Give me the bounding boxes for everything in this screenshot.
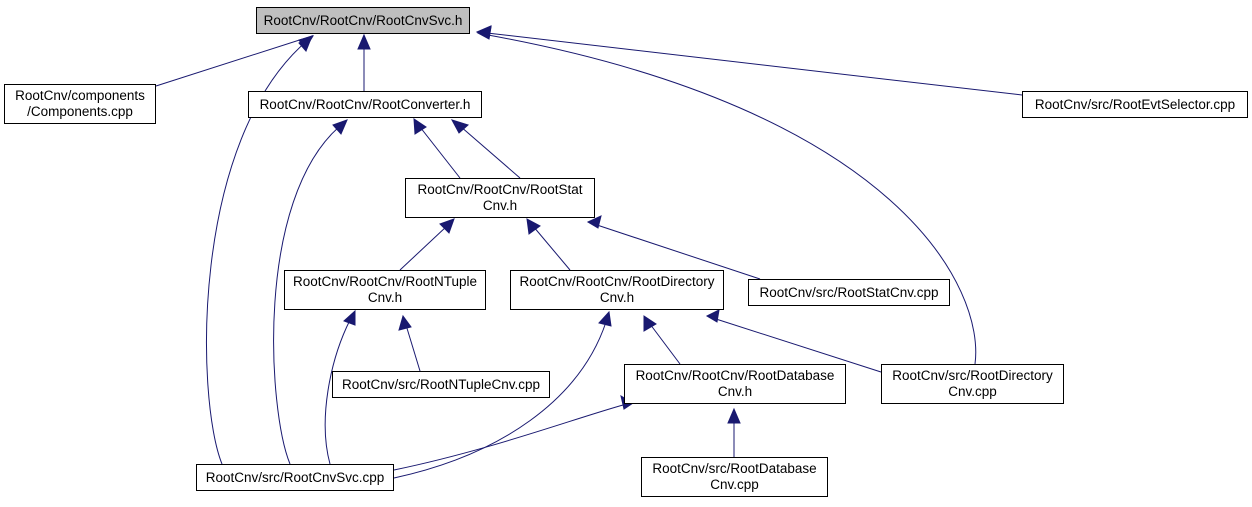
edge-arrowhead (705, 309, 720, 323)
node-label: RootCnv/src/RootStatCnv.cpp (759, 284, 939, 300)
edge-line (532, 225, 571, 271)
graph-node-rootdatabasecnv-h[interactable]: RootCnv/RootCnv/RootDatabase Cnv.h (624, 364, 846, 404)
node-label: RootCnv/src/RootCnvSvc.cpp (205, 469, 385, 485)
edge-arrowhead (598, 310, 612, 327)
edge-arrowhead (343, 309, 356, 326)
node-label: RootCnv/RootCnv/RootCnvSvc.h (263, 12, 463, 28)
edge-line (393, 404, 624, 471)
node-label: RootCnv/RootCnv/RootStat Cnv.h (417, 182, 583, 213)
edge-arrowhead (643, 315, 657, 332)
edge-line (399, 225, 448, 271)
edge-line (715, 318, 882, 373)
graph-node-rootdirectorycnv-h[interactable]: RootCnv/RootCnv/RootDirectory Cnv.h (510, 270, 724, 310)
edge-arrowhead (526, 218, 541, 235)
edge-line (596, 224, 761, 280)
edge-arrowhead (298, 35, 315, 50)
edge-line (393, 321, 607, 479)
edge-arrowhead (476, 26, 492, 40)
graph-node-rootstatcnv-cpp[interactable]: RootCnv/src/RootStatCnv.cpp (748, 279, 950, 306)
edge-line (486, 32, 1023, 96)
edge-line (405, 324, 421, 372)
edge-arrowhead (586, 215, 602, 229)
graph-node-rootntuplecnv-h[interactable]: RootCnv/RootCnv/RootNTuple Cnv.h (284, 270, 486, 310)
edge-line (487, 34, 977, 365)
graph-node-rootconverter-h[interactable]: RootCnv/RootCnv/RootConverter.h (248, 91, 482, 118)
graph-node-rootevtselector-cpp[interactable]: RootCnv/src/RootEvtSelector.cpp (1022, 91, 1248, 118)
edge-arrowhead (357, 33, 371, 50)
graph-node-rootdirectorycnv-cpp[interactable]: RootCnv/src/RootDirectory Cnv.cpp (881, 364, 1064, 404)
edge-arrowhead (398, 314, 412, 331)
node-label: RootCnv/src/RootDirectory Cnv.cpp (892, 368, 1053, 399)
edge-line (649, 323, 681, 365)
edge-line (273, 125, 341, 465)
edge-arrowhead (413, 118, 427, 135)
node-label: RootCnv/components /Components.cpp (15, 88, 145, 119)
edge-arrowhead (332, 119, 348, 135)
edge-line (419, 126, 461, 179)
graph-node-components-cpp[interactable]: RootCnv/components /Components.cpp (4, 84, 156, 124)
node-label: RootCnv/RootCnv/RootDirectory Cnv.h (519, 274, 715, 305)
edge-arrowhead (450, 119, 469, 134)
edge-arrowhead (439, 218, 455, 234)
graph-node-rootntuplecnv-cpp[interactable]: RootCnv/src/RootNTupleCnv.cpp (332, 371, 550, 398)
edge-line (155, 35, 313, 87)
node-label: RootCnv/src/RootNTupleCnv.cpp (341, 376, 541, 392)
edge-line (459, 125, 521, 179)
graph-node-rootcnvsvc-cpp[interactable]: RootCnv/src/RootCnvSvc.cpp (196, 464, 394, 491)
node-label: RootCnv/RootCnv/RootConverter.h (259, 96, 471, 112)
edge-line (206, 39, 309, 465)
node-label: RootCnv/RootCnv/RootDatabase Cnv.h (635, 368, 835, 399)
edge-line (324, 319, 351, 465)
graph-node-rootdatabasecnv-cpp[interactable]: RootCnv/src/RootDatabase Cnv.cpp (641, 457, 828, 497)
node-label: RootCnv/src/RootEvtSelector.cpp (1034, 96, 1236, 112)
node-label: RootCnv/src/RootDatabase Cnv.cpp (652, 461, 817, 492)
node-label: RootCnv/RootCnv/RootNTuple Cnv.h (292, 274, 478, 305)
graph-node-rootcnvsvc-h[interactable]: RootCnv/RootCnv/RootCnvSvc.h (256, 7, 470, 34)
edge-arrowhead (727, 407, 741, 424)
graph-node-rootstatcnv-h[interactable]: RootCnv/RootCnv/RootStat Cnv.h (405, 178, 595, 218)
